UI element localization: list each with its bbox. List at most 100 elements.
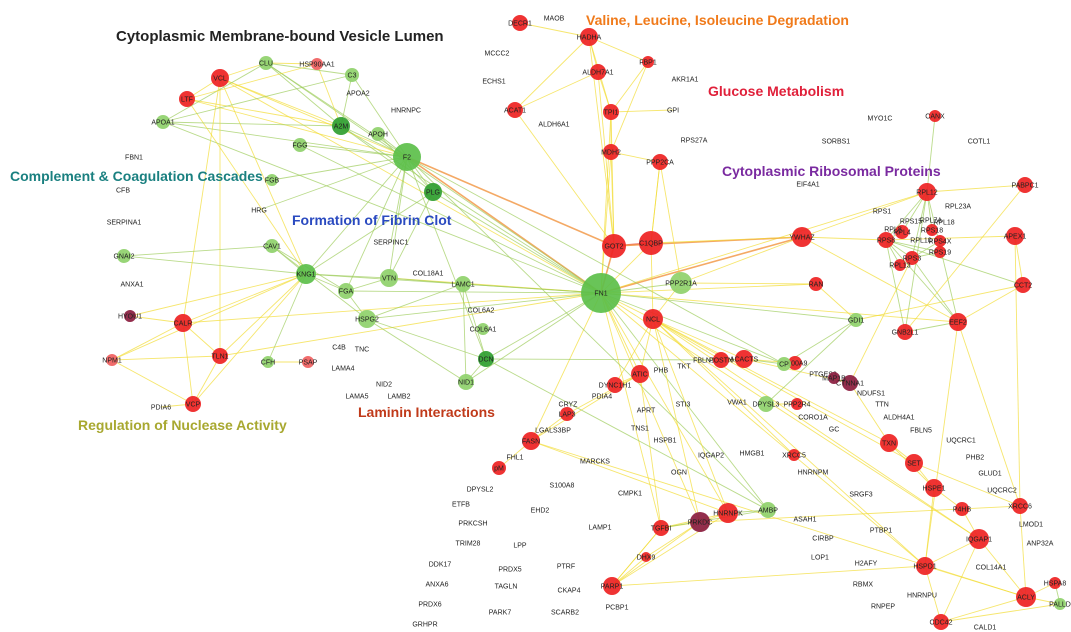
node-circle-apoh[interactable] bbox=[371, 127, 385, 141]
node-circle-fgg[interactable] bbox=[293, 138, 307, 152]
node-iqgap2[interactable]: IQGAP2 bbox=[698, 453, 724, 460]
node-srgf3[interactable]: SRGF3 bbox=[849, 492, 872, 499]
node-atic[interactable]: ATIC bbox=[631, 365, 649, 383]
node-ptges3[interactable]: PTGES3 bbox=[809, 372, 837, 379]
node-cav1[interactable]: CAV1 bbox=[263, 239, 281, 253]
node-tagln[interactable]: TAGLN bbox=[495, 584, 518, 591]
node-eef2[interactable]: EEF2 bbox=[949, 313, 967, 331]
node-dpysl3[interactable]: DPYSL3 bbox=[753, 396, 780, 412]
node-etfb[interactable]: ETFB bbox=[452, 502, 470, 509]
node-rps3[interactable]: RPS3 bbox=[903, 251, 921, 265]
node-rpl10[interactable]: RPL10 bbox=[910, 238, 932, 245]
node-gc[interactable]: GC bbox=[829, 427, 840, 434]
node-rps8[interactable]: RPS8 bbox=[877, 232, 895, 248]
node-circle-lamc1[interactable] bbox=[455, 276, 471, 292]
node-cryz[interactable]: CRYZ bbox=[559, 402, 579, 409]
node-rpl12[interactable]: RPL12 bbox=[916, 183, 938, 201]
node-lap3[interactable]: LAP3 bbox=[558, 407, 576, 421]
node-xrcc5[interactable]: XRCC5 bbox=[782, 449, 806, 461]
node-circle-acat1[interactable] bbox=[507, 102, 523, 118]
node-anxa1[interactable]: ANXA1 bbox=[121, 282, 144, 289]
node-eif4a1[interactable]: EIF4A1 bbox=[796, 182, 819, 189]
node-circle-fbp1[interactable] bbox=[642, 56, 654, 68]
node-lamp1[interactable]: LAMP1 bbox=[589, 525, 612, 532]
node-circle-hyou1[interactable] bbox=[124, 310, 136, 322]
node-circle-canx[interactable] bbox=[929, 110, 941, 122]
node-ddk17[interactable]: DDK17 bbox=[429, 562, 452, 569]
node-fgb[interactable]: FGB bbox=[265, 174, 280, 186]
node-gnai2[interactable]: GNAI2 bbox=[113, 249, 135, 263]
node-hspb1[interactable]: HSPB1 bbox=[654, 438, 677, 445]
node-psap[interactable]: PSAP bbox=[299, 356, 318, 368]
node-circle-rpl4[interactable] bbox=[895, 225, 909, 239]
node-circle-clu[interactable] bbox=[259, 56, 273, 70]
node-a2m[interactable]: A2M bbox=[332, 117, 350, 135]
node-circle-dhx9[interactable] bbox=[641, 552, 651, 562]
node-circle-ppp2r1a[interactable] bbox=[670, 272, 692, 294]
node-hspg2[interactable]: HSPG2 bbox=[355, 310, 379, 328]
node-fbn1[interactable]: FBN1 bbox=[125, 155, 143, 162]
node-circle-iqgap1[interactable] bbox=[969, 529, 989, 549]
node-gdi1[interactable]: GDI1 bbox=[848, 313, 864, 327]
node-ctnna1[interactable]: CTNNA1 bbox=[836, 375, 864, 391]
node-calr[interactable]: CALR bbox=[174, 314, 193, 332]
node-lmod1[interactable]: LMOD1 bbox=[1019, 522, 1043, 529]
node-hnrnpk[interactable]: HNRNPK bbox=[713, 503, 743, 523]
node-circle-ran[interactable] bbox=[809, 277, 823, 291]
node-circle-vcp[interactable] bbox=[185, 396, 201, 412]
node-fhl1[interactable]: FHL1 bbox=[506, 455, 523, 462]
node-circle-set[interactable] bbox=[905, 454, 923, 472]
node-scarb2[interactable]: SCARB2 bbox=[551, 610, 579, 617]
node-circle-tgfbi[interactable] bbox=[653, 520, 669, 536]
node-hspa8[interactable]: HSPA8 bbox=[1044, 577, 1067, 589]
node-circle-cfh[interactable] bbox=[262, 356, 274, 368]
node-circle-s100a9[interactable] bbox=[788, 356, 802, 370]
node-circle-vcl[interactable] bbox=[211, 69, 229, 87]
node-cotl1[interactable]: COTL1 bbox=[968, 139, 991, 146]
node-rpl8[interactable]: RPL8 bbox=[884, 227, 902, 234]
node-akr1a1[interactable]: AKR1A1 bbox=[672, 77, 699, 84]
node-serpina1[interactable]: SERPINA1 bbox=[107, 220, 142, 227]
node-circle-plg[interactable] bbox=[424, 183, 442, 201]
node-echs1[interactable]: ECHS1 bbox=[482, 79, 505, 86]
node-nid1[interactable]: NID1 bbox=[458, 374, 474, 390]
node-xrcc6[interactable]: XRCC6 bbox=[1008, 498, 1032, 514]
node-circle-decr1[interactable] bbox=[512, 15, 528, 31]
node-uqcrc2[interactable]: UQCRC2 bbox=[987, 488, 1017, 495]
node-circle-ctnna1[interactable] bbox=[842, 375, 858, 391]
node-circle-ambp[interactable] bbox=[760, 502, 776, 518]
node-prdx6[interactable]: PRDX6 bbox=[418, 602, 441, 609]
node-hnrnpu[interactable]: HNRNPU bbox=[907, 593, 937, 600]
node-circle-fasn[interactable] bbox=[522, 432, 540, 450]
node-circle-cav1[interactable] bbox=[265, 239, 279, 253]
node-trim28[interactable]: TRIM28 bbox=[456, 541, 481, 548]
node-set[interactable]: SET bbox=[905, 454, 923, 472]
node-hadha[interactable]: HADHA bbox=[577, 28, 602, 46]
node-acacts[interactable]: ACACTS bbox=[730, 350, 759, 368]
node-circle-dpysl3[interactable] bbox=[758, 396, 774, 412]
node-glud1[interactable]: GLUD1 bbox=[978, 471, 1001, 478]
node-nid2[interactable]: NID2 bbox=[376, 382, 392, 389]
node-circle-lap3[interactable] bbox=[560, 407, 574, 421]
node-circle-tln1[interactable] bbox=[212, 348, 228, 364]
node-uqcrc1[interactable]: UQCRC1 bbox=[946, 438, 976, 445]
node-apoa1[interactable]: APOA1 bbox=[151, 115, 175, 129]
node-iqgap1[interactable]: IQGAP1 bbox=[966, 529, 992, 549]
node-circle-calr[interactable] bbox=[174, 314, 192, 332]
node-decr1[interactable]: DECR1 bbox=[508, 15, 532, 31]
node-hrg[interactable]: HRG bbox=[251, 208, 267, 215]
node-cdc42[interactable]: CDC42 bbox=[930, 614, 953, 630]
node-circle-kng1[interactable] bbox=[296, 264, 316, 284]
node-pm[interactable]: pM bbox=[492, 461, 506, 475]
node-rnpep[interactable]: RNPEP bbox=[871, 604, 895, 611]
node-c1qbp[interactable]: C1QBP bbox=[639, 231, 663, 255]
node-circle-atic[interactable] bbox=[631, 365, 649, 383]
node-apoa2[interactable]: APOA2 bbox=[346, 91, 369, 98]
node-lpp[interactable]: LPP bbox=[513, 543, 527, 550]
node-ehd2[interactable]: EHD2 bbox=[531, 508, 550, 515]
node-hspd1[interactable]: HSPD1 bbox=[913, 557, 937, 575]
node-ptrf[interactable]: PTRF bbox=[557, 564, 575, 571]
node-cmpk1[interactable]: CMPK1 bbox=[618, 491, 642, 498]
node-asah1[interactable]: ASAH1 bbox=[794, 517, 817, 524]
node-ogn[interactable]: OGN bbox=[671, 470, 687, 477]
